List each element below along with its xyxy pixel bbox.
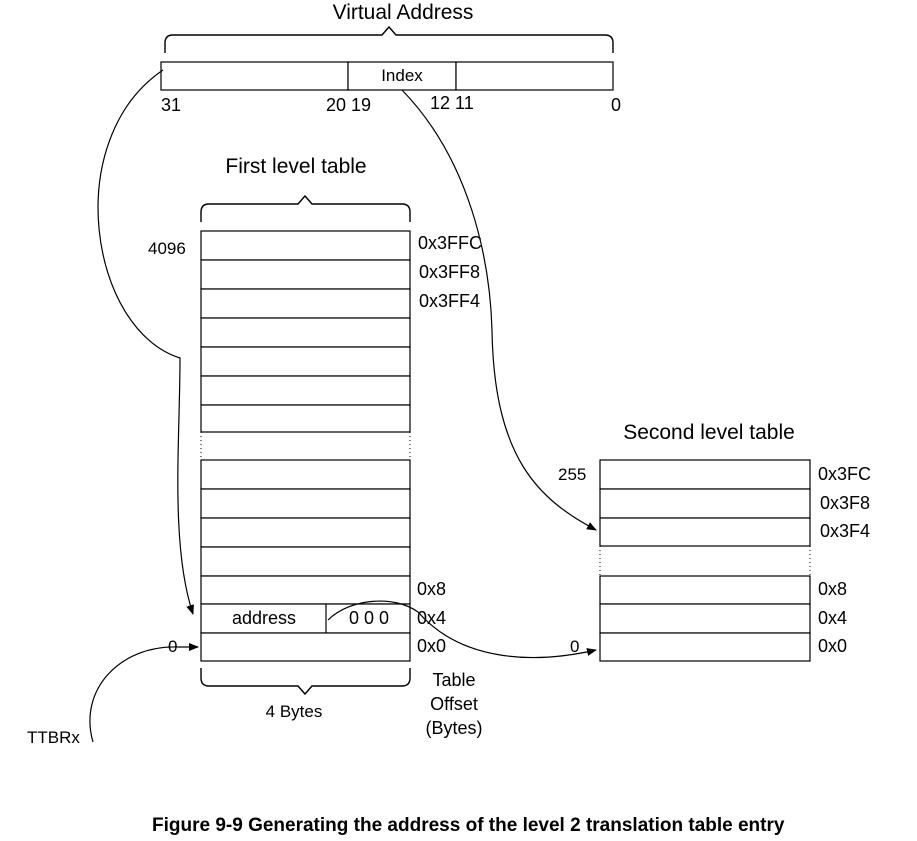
second-table-rows-top bbox=[599, 459, 811, 547]
virtual-address-title: Virtual Address bbox=[333, 1, 474, 24]
second-table-gap bbox=[599, 546, 811, 576]
ttbrx-label: TTBRx bbox=[27, 728, 80, 747]
first-table-width-label: 4 Bytes bbox=[266, 702, 323, 721]
second-table-bottom-entry: 0 bbox=[570, 637, 579, 656]
second-table-offset-8: 0x8 bbox=[818, 579, 847, 599]
second-table-top-entry: 255 bbox=[558, 465, 586, 484]
second-table-title: Second level table bbox=[623, 421, 795, 444]
arrow-ttbrx-to-first-table bbox=[89, 646, 179, 743]
arrow-va-high-to-first-table bbox=[97, 69, 194, 615]
first-table-offset-4: 0x4 bbox=[417, 608, 446, 628]
second-table-offset-3f4: 0x3F4 bbox=[820, 521, 870, 541]
va-bit-0: 0 bbox=[611, 95, 621, 115]
table-offset-caption-2: Offset bbox=[430, 694, 478, 714]
second-table-offset-4: 0x4 bbox=[818, 608, 847, 628]
second-table-offset-3fc: 0x3FC bbox=[818, 464, 871, 484]
first-table-offset-8: 0x8 bbox=[417, 579, 446, 599]
va-index-label: Index bbox=[381, 66, 423, 85]
first-table-zero-bits: 0 0 0 bbox=[349, 608, 389, 628]
table-offset-caption-1: Table bbox=[432, 670, 475, 690]
va-field-high bbox=[160, 61, 349, 91]
table-offset-caption-3: (Bytes) bbox=[425, 718, 482, 738]
second-table-offset-3f8: 0x3F8 bbox=[820, 493, 870, 513]
va-bit-31: 31 bbox=[161, 95, 181, 115]
va-field-low bbox=[455, 61, 614, 91]
figure-caption: Figure 9-9 Generating the address of the… bbox=[152, 815, 785, 836]
virtual-address-brace bbox=[164, 25, 614, 53]
first-table-gap bbox=[200, 432, 411, 460]
va-bit-12-11: 12 11 bbox=[430, 93, 474, 113]
va-field-index bbox=[347, 61, 457, 91]
first-table-offset-3ff4: 0x3FF4 bbox=[419, 291, 480, 311]
first-table-title: First level table bbox=[225, 155, 366, 178]
first-table-brace bbox=[200, 194, 411, 222]
first-table-top-entry: 4096 bbox=[148, 239, 186, 258]
first-table-rows-top bbox=[200, 230, 411, 433]
first-table-offset-3ff8: 0x3FF8 bbox=[419, 262, 480, 282]
second-table-rows-bottom bbox=[599, 575, 811, 662]
first-table-offset-3ffc: 0x3FFC bbox=[418, 233, 482, 253]
arrow-index-to-second-table bbox=[401, 89, 597, 531]
first-table-offset-0: 0x0 bbox=[417, 636, 446, 656]
arrow-entry-to-second-table-base bbox=[327, 600, 597, 659]
second-table-offset-0: 0x0 bbox=[818, 636, 847, 656]
va-bit-20-19: 20 19 bbox=[326, 95, 371, 115]
first-table-rows-bottom bbox=[200, 459, 411, 662]
first-table-address-label: address bbox=[232, 608, 296, 628]
first-table-bottom-brace bbox=[200, 668, 411, 696]
